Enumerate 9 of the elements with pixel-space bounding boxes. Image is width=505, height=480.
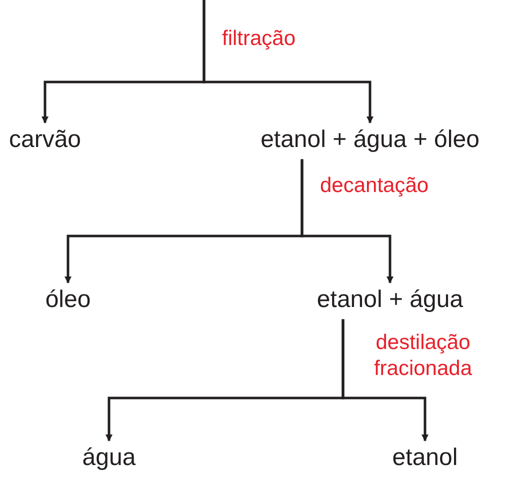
arrow — [342, 319, 428, 442]
substance-label: óleo — [45, 286, 91, 314]
substance-label: água — [82, 444, 136, 472]
arrow — [202, 0, 374, 124]
arrow — [300, 159, 394, 284]
substance-label: carvão — [8, 126, 82, 154]
substance-label: etanol + água — [316, 286, 464, 314]
substance-label: etanol — [392, 444, 458, 472]
substance-label: etanol + água + óleo — [260, 126, 480, 154]
